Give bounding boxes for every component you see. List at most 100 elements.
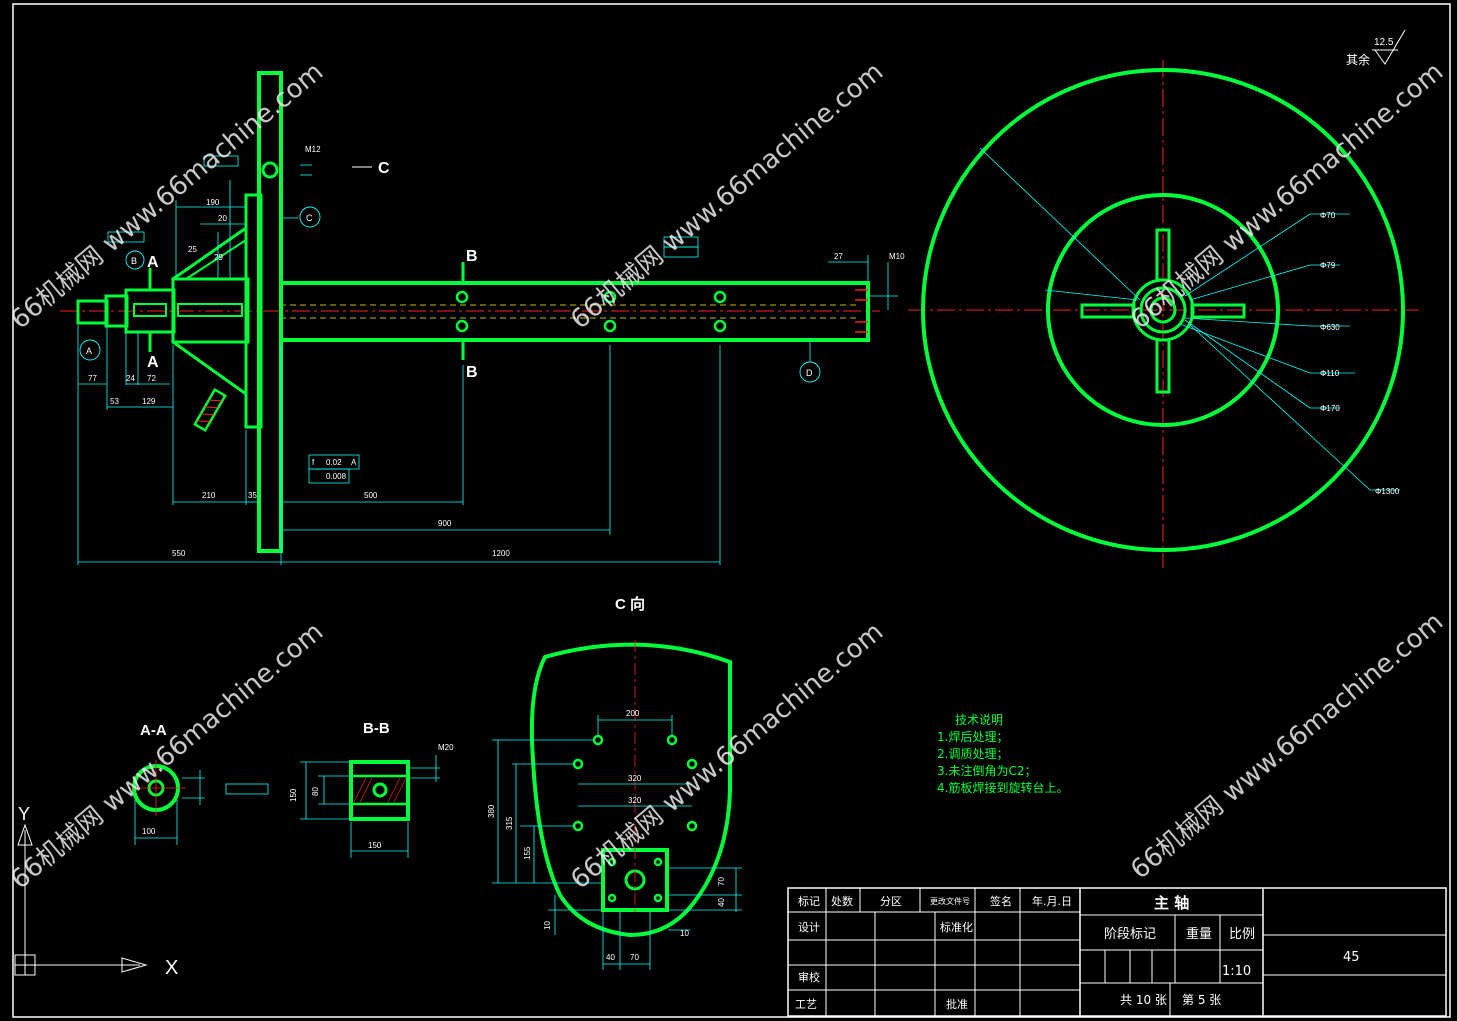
roughness-value: 12.5 xyxy=(1374,37,1394,48)
section-a-label-bottom: A xyxy=(147,354,159,371)
cross-hole xyxy=(603,319,617,333)
note-2: 2.调质处理； xyxy=(937,747,1008,761)
bb-dim-80: 80 xyxy=(311,787,320,796)
tb-scale-label: 比例 xyxy=(1229,927,1255,942)
c-dim-320a: 320 xyxy=(628,774,642,783)
tb-design: 设计 xyxy=(798,921,820,934)
c-dim-200: 200 xyxy=(626,709,640,718)
section-bb: B-B M20 150 80 150 xyxy=(289,720,454,858)
c-dim-380: 380 xyxy=(487,804,496,818)
diameter-leaders xyxy=(979,147,1400,491)
hub-mid xyxy=(1139,286,1187,334)
axis-y: Y xyxy=(18,804,30,824)
tb-process: 工艺 xyxy=(795,998,817,1011)
tb-scale: 1:10 xyxy=(1222,964,1251,979)
tb-sheet: 第 5 张 xyxy=(1182,993,1221,1007)
dim-25: 25 xyxy=(188,245,197,254)
title-block-text: 标记 处数 分区 更改文件号 签名 年.月.日 设计 标准化 审校 工艺 批准 … xyxy=(795,894,1360,1011)
bb-dim-m20: M20 xyxy=(438,743,454,752)
main-shaft-view: B B A A C A B C D 190 20 25 29 77 24 72 … xyxy=(60,71,905,565)
view-c: C 向 xyxy=(487,595,742,970)
dim-m10: M10 xyxy=(889,252,905,261)
tb-h-count: 处数 xyxy=(831,895,853,908)
hub-bore xyxy=(1149,296,1177,324)
section-b-label-top: B xyxy=(466,248,478,265)
cross-hole xyxy=(603,290,617,304)
dim-35: 35 xyxy=(248,491,257,500)
dim-m12: M12 xyxy=(305,145,321,154)
bb-title: B-B xyxy=(363,720,390,737)
tb-h-date: 年.月.日 xyxy=(1032,894,1072,908)
dim-129: 129 xyxy=(142,397,156,406)
tb-h-zone: 分区 xyxy=(880,895,902,908)
keyway xyxy=(133,303,167,317)
dia-1300: Φ1300 xyxy=(1375,487,1400,496)
tol-datum: A xyxy=(351,458,357,467)
dim-500: 500 xyxy=(364,491,378,500)
dia-70: Φ70 xyxy=(1320,211,1336,220)
dim-20: 20 xyxy=(218,214,227,223)
tb-material: 45 xyxy=(1343,950,1360,965)
c-dim-40v: 40 xyxy=(717,898,726,907)
section-a-label-top: A xyxy=(147,254,159,271)
hub xyxy=(244,193,263,429)
ucs-axis-icon xyxy=(14,823,148,976)
rib-right xyxy=(1190,303,1246,319)
datum-a: A xyxy=(86,346,92,356)
shaft-end xyxy=(76,299,109,325)
cross-hole xyxy=(713,290,727,304)
outer-disk xyxy=(921,68,1405,552)
dim-27: 27 xyxy=(834,252,843,261)
aa-title: A-A xyxy=(140,722,167,739)
tb-part-name: 主 轴 xyxy=(1154,894,1189,912)
dim-210: 210 xyxy=(202,491,216,500)
c-dim-70v: 70 xyxy=(717,877,726,886)
tb-weight: 重量 xyxy=(1186,926,1212,942)
rib-upper xyxy=(172,225,248,283)
tb-stage: 阶段标记 xyxy=(1104,927,1156,942)
dia-630: Φ630 xyxy=(1320,323,1340,332)
tb-h-mark: 标记 xyxy=(798,894,820,908)
aa-dim-100: 100 xyxy=(142,827,156,836)
c-dim-315: 315 xyxy=(505,816,514,830)
title-block xyxy=(787,887,1447,1017)
bb-dim-150h: 150 xyxy=(368,841,382,850)
watermark-2: 66机械网 www.66machine.com xyxy=(565,57,889,336)
datum-b: B xyxy=(131,256,137,266)
dia-79: Φ79 xyxy=(1320,261,1336,270)
rib-lower xyxy=(172,340,248,397)
cross-hole xyxy=(713,319,727,333)
dim-53: 53 xyxy=(110,397,119,406)
c-view-title: C 向 xyxy=(615,595,645,613)
section-b-label-bottom: B xyxy=(466,364,478,381)
notes-title: 技术说明 xyxy=(955,712,1003,727)
dim-900: 900 xyxy=(438,519,452,528)
note-1: 1.焊后处理； xyxy=(937,729,1008,744)
tb-total: 共 10 张 xyxy=(1120,993,1167,1007)
note-4: 4.筋板焊接到旋转台上。 xyxy=(937,780,1068,795)
top-view: Φ70 Φ79 Φ630 Φ110 Φ170 Φ1300 xyxy=(908,60,1420,568)
dim-29: 29 xyxy=(214,253,223,262)
dim-1200: 1200 xyxy=(492,549,510,558)
watermark-4: 66机械网 www.66machine.com xyxy=(5,617,329,896)
tb-h-sign: 签名 xyxy=(990,894,1012,908)
tb-approve: 批准 xyxy=(946,997,968,1011)
watermark-6: 66机械网 www.66machine.com xyxy=(1125,607,1449,886)
bb-dim-150v: 150 xyxy=(289,788,298,802)
datum-c: C xyxy=(306,213,313,223)
c-dim-320b: 320 xyxy=(628,796,642,805)
note-3: 3.未注倒角为C2； xyxy=(937,763,1036,778)
watermark-5: 66机械网 www.66machine.com xyxy=(565,617,889,896)
tb-h-doc: 更改文件号 xyxy=(930,896,970,906)
dim-190: 190 xyxy=(206,198,220,207)
rib-top xyxy=(1155,228,1171,282)
dim-24: 24 xyxy=(126,374,135,383)
view-c-arrow-label: C xyxy=(378,160,390,177)
watermarks: 66机械网 www.66machine.com 66机械网 www.66mach… xyxy=(5,57,1449,896)
cross-hole xyxy=(455,290,469,304)
tol-value-2: 0.008 xyxy=(326,472,347,481)
rib-left xyxy=(1080,303,1136,319)
c-dim-10a: 10 xyxy=(543,921,552,930)
cross-hole xyxy=(455,319,469,333)
tol-value-1: 0.02 xyxy=(326,458,342,467)
